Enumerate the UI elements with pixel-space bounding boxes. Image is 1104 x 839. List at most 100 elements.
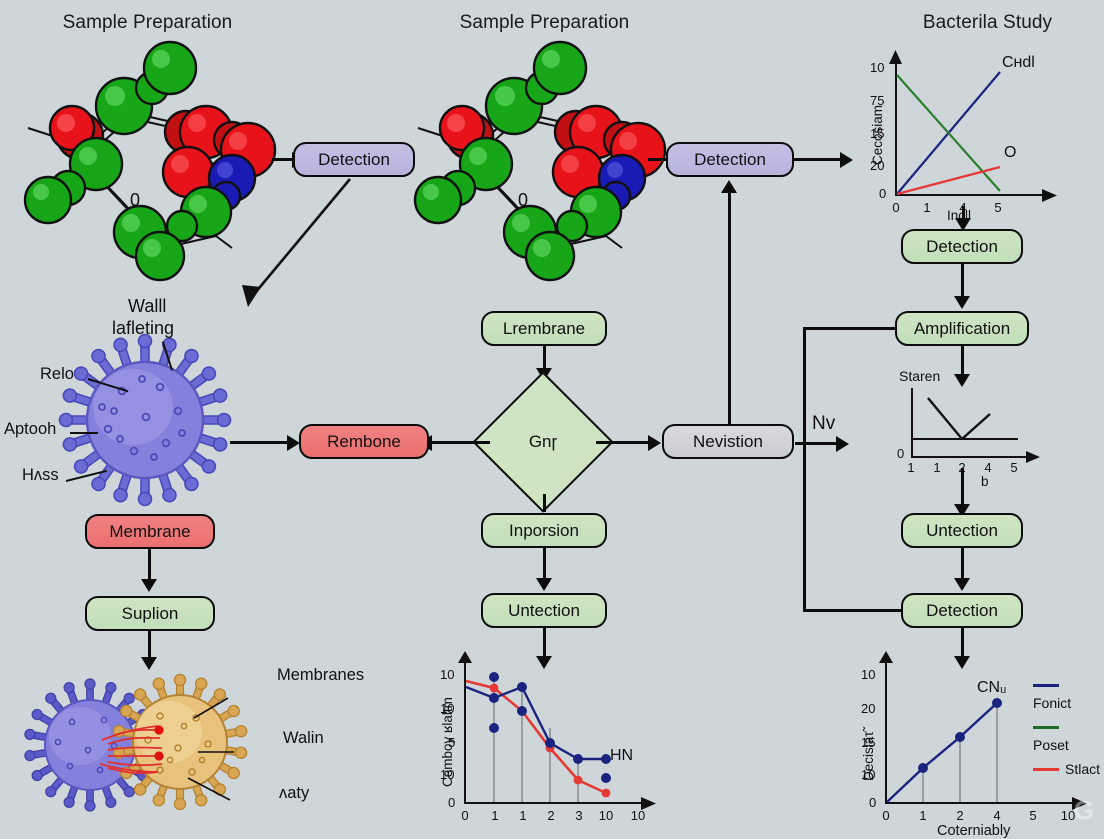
- chart-staren-xtick-3: 4: [984, 460, 992, 475]
- fusion-label-membranes: Membranes: [277, 666, 365, 684]
- chart-bacteria-xtick-0: 0: [892, 200, 900, 215]
- label-nv: Nv: [812, 413, 836, 434]
- legend-entry-0: Fonict: [1033, 677, 1100, 713]
- connector-chart-detection-right: [962, 206, 965, 224]
- title-right: Bacterila Study: [922, 12, 1053, 33]
- chart-bacteria-anno-0: Cʜdl: [1002, 54, 1035, 71]
- chart-staren: Staren 0 1 1 2 4 5 b: [893, 368, 1045, 489]
- chart-bacteria-anno-1: O: [1004, 144, 1017, 161]
- chart-cemboy-xtick-6: 10: [630, 808, 646, 823]
- chart-bacteria-ytick-2: 15: [870, 126, 885, 141]
- chart-cemboy-plot: [465, 672, 611, 802]
- chart-staren-xtick-4: 5: [1010, 460, 1018, 475]
- chart-staren-title: Staren: [899, 368, 941, 384]
- box-detection-right-bottom[interactable]: Detection: [901, 593, 1023, 628]
- chart-bacteria-xtick-1: 1: [923, 200, 931, 215]
- connector-nevistion-detection: [728, 192, 731, 427]
- virus-fusion-illustration: [24, 673, 248, 812]
- chart-coterniably-xtick-0: 0: [882, 808, 890, 823]
- connector-untection-detection-right: [961, 548, 964, 582]
- box-detection-center[interactable]: Detection: [666, 142, 794, 177]
- chart-cemboy: 10 10 5 10 0 0 1 1 2 3 10 10 Cemboy ʁlal…: [430, 651, 675, 827]
- watermark: G: [1073, 795, 1096, 825]
- chart-bacteria-y-axis: [895, 58, 898, 196]
- connector-detection-bottomchart: [961, 628, 964, 660]
- chart-cemboy-anno-0: HN: [610, 747, 634, 764]
- chart-coterniably-ytick-2: 15: [861, 735, 876, 750]
- virus-label-hvss: Hʌss: [22, 466, 59, 484]
- connector-staren-untection: [961, 468, 964, 508]
- arrowhead-untection-detection-right: [954, 578, 970, 591]
- chart-bacteria-xtick-3: 5: [994, 200, 1002, 215]
- box-detection-left[interactable]: Detection: [293, 142, 415, 177]
- chart-cemboy-x-arrow: [641, 797, 656, 810]
- chart-coterniably-xtick-5: 10: [1060, 808, 1076, 823]
- box-untection-right[interactable]: Untection: [901, 513, 1023, 548]
- connector-mol1-detection: [272, 158, 294, 161]
- chart-coterniably-xtick-4: 5: [1029, 808, 1037, 823]
- chart-cemboy-y-arrow: [458, 651, 472, 663]
- chart-coterniably-legend: Fonict Poset Stlact: [1033, 677, 1100, 779]
- chart-staren-x-arrow: [1026, 451, 1040, 463]
- box-amplification[interactable]: Amplification: [895, 311, 1029, 346]
- chart-cemboy-xtick-1: 1: [491, 808, 499, 823]
- chart-cemboy-xtick-5: 10: [598, 808, 614, 823]
- connector-detection-chart: [794, 158, 842, 161]
- diamond-decision-label: Gnɼ: [528, 432, 558, 451]
- legend-entry-1: Poset: [1033, 719, 1100, 755]
- virus-label-wall-line2: lafleting: [112, 318, 175, 338]
- arrowhead-chart-detection-right: [955, 218, 971, 231]
- box-membrane[interactable]: Membrane: [85, 514, 215, 549]
- chart-coterniably-xtick-3: 4: [993, 808, 1001, 823]
- arrowhead-suplion-fusion: [141, 657, 157, 670]
- chart-cemboy-ytick-0: 0: [448, 795, 456, 810]
- connector-suplion-fusion: [148, 631, 151, 661]
- box-nevistion[interactable]: Nevistion: [662, 424, 794, 459]
- fusion-label-laty: ʌaty: [279, 784, 310, 802]
- connector-virus-rembone: [230, 441, 290, 444]
- chart-coterniably-xtick-2: 2: [956, 808, 964, 823]
- virus-label-relo: Relo: [40, 365, 74, 383]
- chart-bacteria-x-arrow: [1042, 189, 1057, 202]
- box-untection-center[interactable]: Untection: [481, 593, 607, 628]
- molecule-center-center-label: 0: [518, 190, 529, 210]
- connector-amplification-staren: [961, 346, 964, 378]
- box-detection-right-top[interactable]: Detection: [901, 229, 1023, 264]
- arrowhead-amplification-staren: [954, 374, 970, 387]
- chart-coterniably-plot: [886, 698, 1002, 803]
- legend-label-2: Stlact: [1065, 761, 1101, 777]
- chart-coterniably-ytick-3: 20: [861, 701, 876, 716]
- legend-swatch-2: [1033, 768, 1059, 772]
- box-inporsion[interactable]: Inporsion: [481, 513, 607, 548]
- connector-diamond-inporsion: [543, 494, 546, 512]
- arrowhead-detection-bottomchart: [954, 656, 970, 669]
- connector-loop-bottom: [803, 609, 901, 612]
- arrowhead-virus-rembone: [287, 435, 300, 451]
- chart-cemboy-x-axis: [464, 802, 644, 805]
- chart-cemboy-ytick-3: 10: [440, 701, 455, 716]
- box-rembone[interactable]: Rembone: [299, 424, 429, 459]
- chart-bacteria-plot: [896, 71, 1001, 196]
- molecule-left-center-label: 0: [130, 190, 141, 210]
- box-lrembrane[interactable]: Lrembrane: [481, 311, 607, 346]
- virus-label-wall-line1: Walll: [128, 296, 167, 316]
- virus-particle-left: [58, 333, 232, 507]
- chart-coterniably-ytick-4: 10: [861, 667, 876, 682]
- chart-staren-xtick-0: 1: [907, 460, 915, 475]
- arrowhead-inporsion-untection: [536, 578, 552, 591]
- chart-bacteria-x-axis: [895, 194, 1045, 197]
- arrowhead-untection-bottomchart: [536, 656, 552, 669]
- chart-coterniably-xtick-1: 1: [919, 808, 927, 823]
- chart-coterniably: 10 20 15 10 0 0 1 2 4 5 10 Coterniably D…: [855, 651, 1100, 839]
- chart-coterniably-y-axis: [885, 659, 888, 804]
- chart-cemboy-ytick-1: 10: [440, 767, 455, 782]
- chart-staren-y-axis: [911, 388, 914, 456]
- chart-cemboy-xtick-0: 0: [461, 808, 469, 823]
- chart-coterniably-x-axis: [885, 802, 1075, 805]
- virus-label-aptooh: Aptooh: [4, 420, 57, 438]
- box-suplion[interactable]: Suplion: [85, 596, 215, 631]
- chart-coterniably-ytick-1: 10: [861, 767, 876, 782]
- connector-detection-virus: [242, 178, 351, 307]
- chart-coterniably-x-arrow: [1072, 797, 1087, 810]
- chart-bacteria-ytick-1: 20: [870, 158, 885, 173]
